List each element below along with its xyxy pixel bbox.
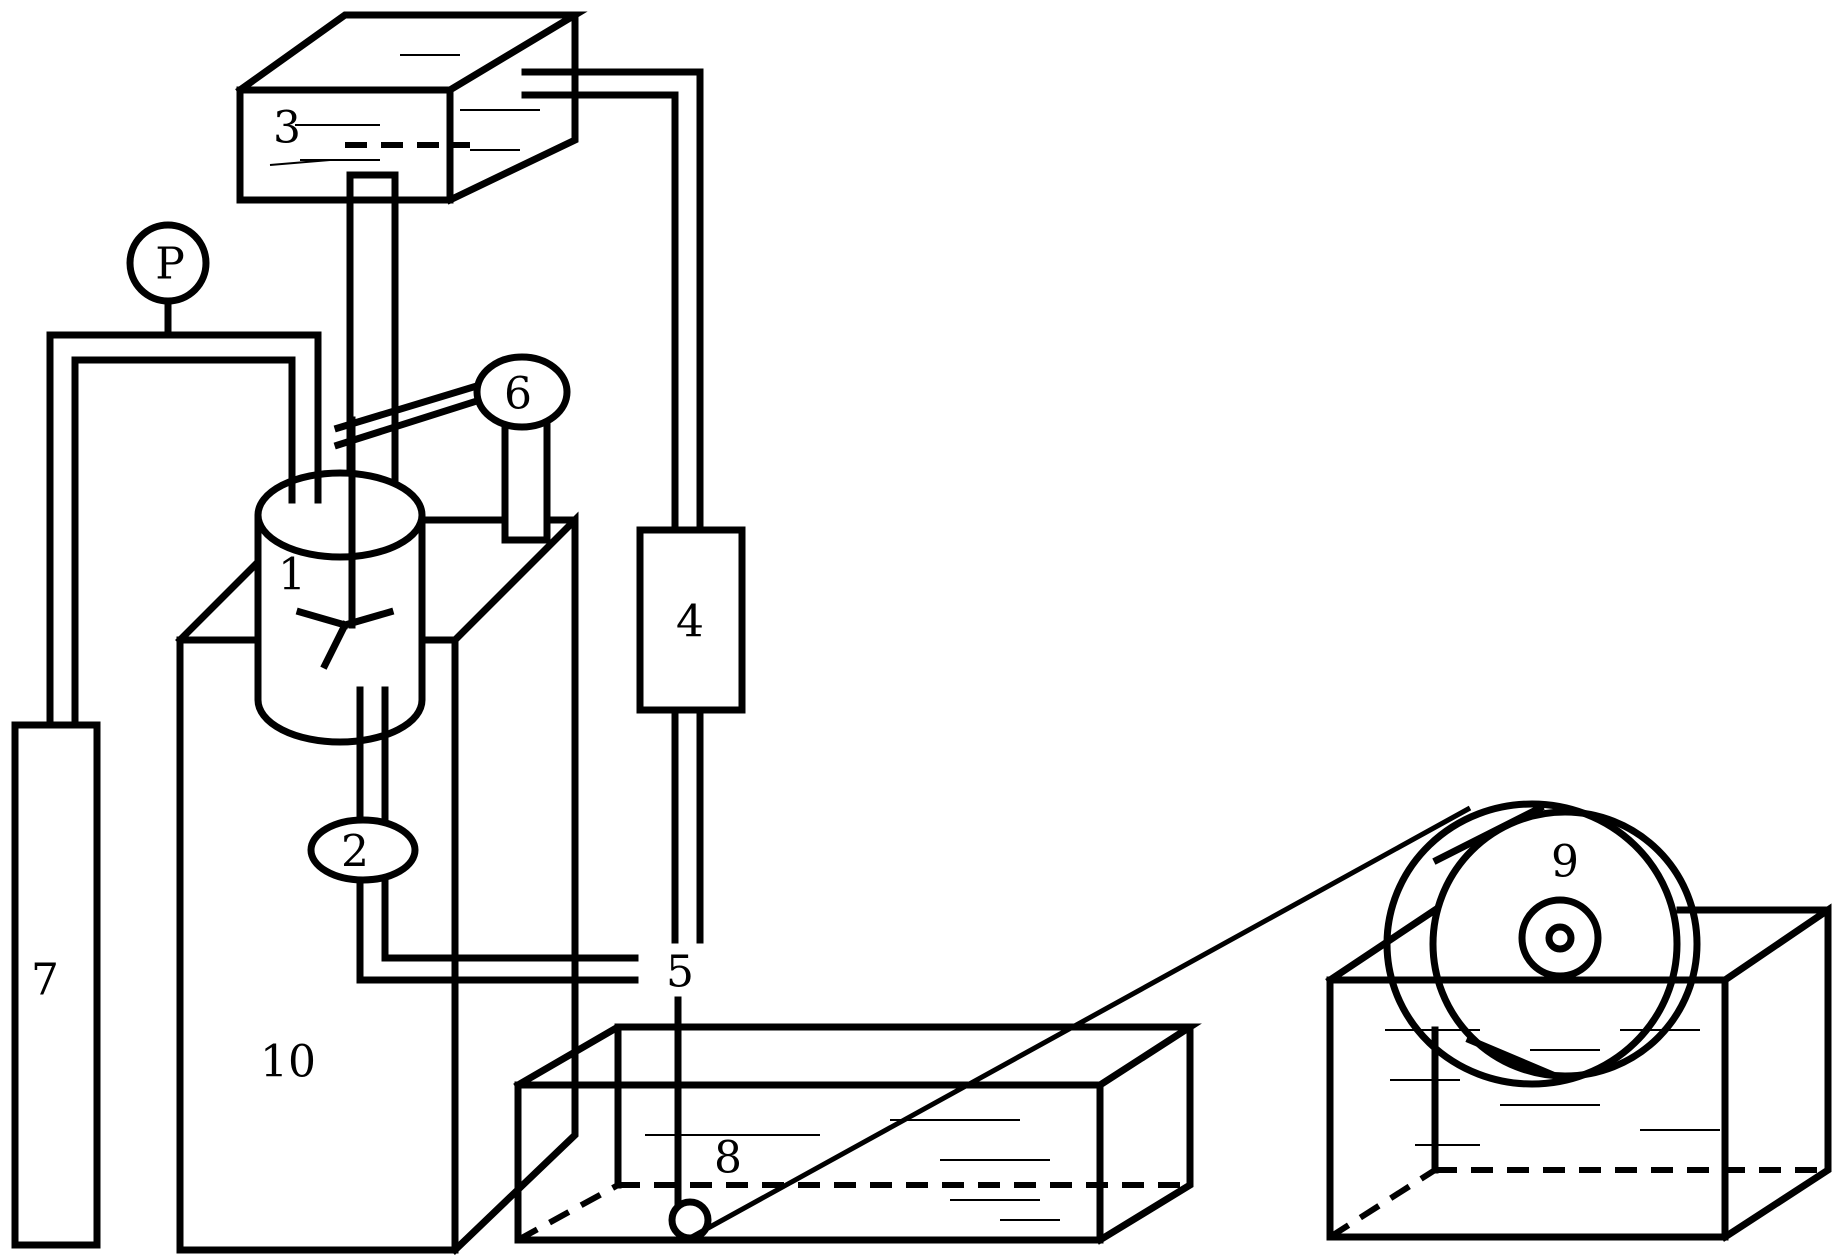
label-1: 1 — [278, 550, 306, 601]
label-10: 10 — [260, 1037, 316, 1088]
pump-2 — [307, 816, 419, 884]
return-pipe — [521, 68, 704, 534]
pump-to-valve-pipe — [356, 871, 639, 984]
label-5: 5 — [666, 947, 694, 998]
filter-4 — [636, 526, 746, 714]
label-7: 7 — [31, 955, 59, 1006]
drum-box — [1325, 903, 1832, 1242]
winding-drum — [1383, 800, 1701, 1088]
reactor-vessel — [254, 416, 426, 746]
label-3: 3 — [273, 103, 301, 154]
fiber-line — [688, 805, 1472, 1241]
label-2: 2 — [341, 827, 369, 878]
top-tank — [235, 11, 588, 205]
filter-to-valve-pipe — [671, 706, 704, 944]
gauge-6 — [473, 353, 571, 431]
label-6: 6 — [504, 369, 532, 420]
bath-box — [513, 1023, 1202, 1245]
label-p: P — [155, 239, 185, 290]
gas-line — [46, 296, 322, 729]
gas-cylinder — [11, 721, 101, 1249]
label-8: 8 — [714, 1133, 742, 1184]
label-9: 9 — [1551, 837, 1579, 888]
pressure-gauge-p — [126, 221, 210, 305]
outlet-pipe — [356, 686, 389, 826]
label-4: 4 — [676, 597, 704, 648]
